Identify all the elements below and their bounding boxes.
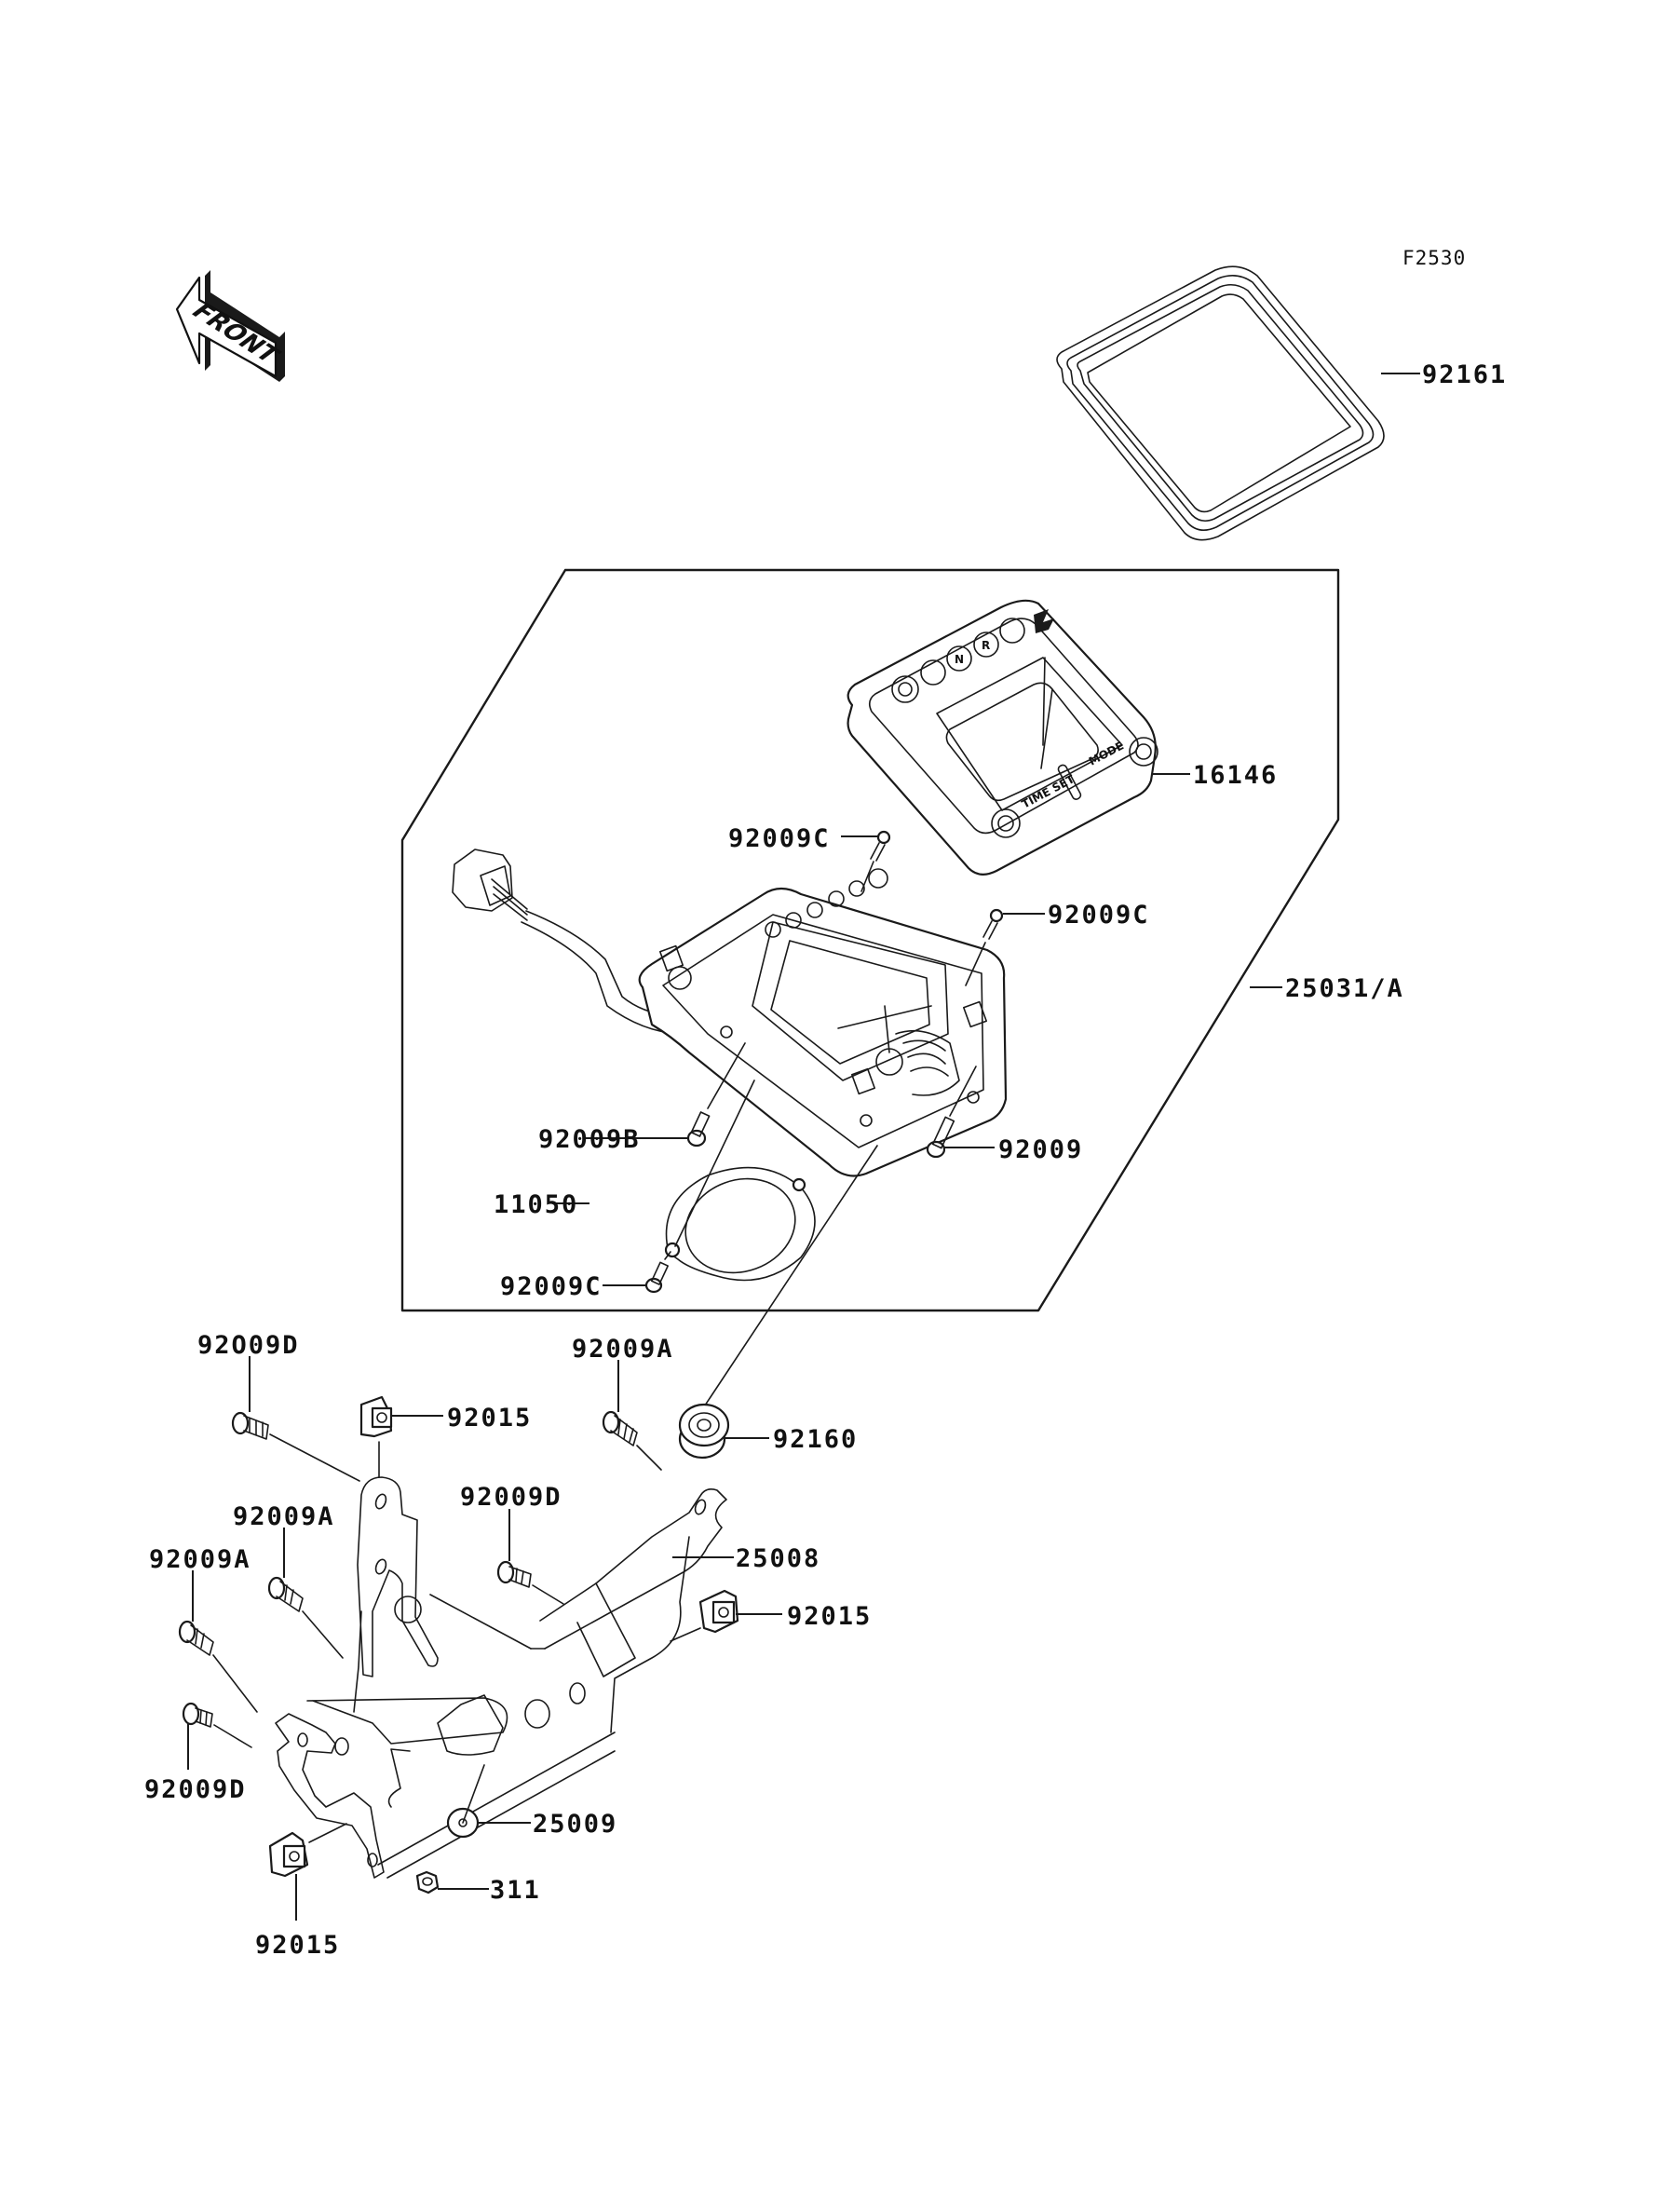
clip-nut-92015-top[interactable] bbox=[359, 1395, 393, 1478]
figure-code: F2530 bbox=[1402, 247, 1466, 269]
label-16146[interactable]: 16146 bbox=[1193, 761, 1278, 790]
screw-92009c-top[interactable] bbox=[860, 830, 891, 892]
screw-92009a-left2[interactable] bbox=[178, 1620, 258, 1713]
label-92009a-left1[interactable]: 92009A bbox=[233, 1502, 335, 1531]
assembly-group-outline bbox=[400, 568, 1340, 1312]
gasket-92161[interactable] bbox=[1056, 265, 1385, 541]
screw-92009a-left1[interactable] bbox=[267, 1576, 344, 1659]
label-311[interactable]: 311 bbox=[490, 1876, 541, 1905]
clip-nut-92015-right[interactable] bbox=[670, 1589, 739, 1642]
label-25008[interactable]: 25008 bbox=[736, 1544, 820, 1573]
front-arrow-icon: FRONT bbox=[175, 270, 287, 382]
label-92009b[interactable]: 92009B bbox=[538, 1125, 641, 1154]
indicator-neutral: N bbox=[955, 653, 964, 666]
label-92015-bottom[interactable]: 92015 bbox=[255, 1931, 340, 1960]
label-92160[interactable]: 92160 bbox=[773, 1425, 858, 1454]
label-92015-right[interactable]: 92015 bbox=[787, 1602, 872, 1631]
indicator-reverse: R bbox=[982, 639, 990, 652]
label-11050[interactable]: 11050 bbox=[494, 1190, 578, 1219]
screw-92009c-right[interactable] bbox=[965, 908, 1004, 986]
ring-11050[interactable] bbox=[664, 1080, 816, 1288]
screw-92009a-mid[interactable] bbox=[602, 1410, 662, 1471]
nut-311[interactable] bbox=[415, 1870, 440, 1894]
label-92009a-left2[interactable]: 92009A bbox=[149, 1545, 251, 1574]
label-92015-top[interactable]: 92015 bbox=[447, 1404, 532, 1433]
label-92009a-mid[interactable]: 92009A bbox=[572, 1335, 674, 1364]
label-92o09d-top[interactable]: 92O09D bbox=[197, 1331, 300, 1360]
clip-nut-92015-bottom[interactable] bbox=[268, 1823, 347, 1878]
screw-92009c-bottom[interactable] bbox=[644, 1251, 671, 1294]
meter-body[interactable] bbox=[452, 849, 1008, 1177]
label-92009c-right[interactable]: 92009C bbox=[1048, 901, 1150, 930]
label-92009d-bottom[interactable]: 92009D bbox=[144, 1775, 247, 1804]
screw-92o09d-top[interactable] bbox=[231, 1411, 360, 1482]
screw-92009d-bottom[interactable] bbox=[182, 1702, 252, 1748]
meter-cover-16146[interactable]: N R MODE TIME SET bbox=[847, 599, 1158, 876]
label-25009[interactable]: 25009 bbox=[533, 1810, 617, 1839]
label-92009c-top[interactable]: 92009C bbox=[728, 824, 831, 853]
label-92009c-bottom[interactable]: 92009C bbox=[500, 1272, 603, 1301]
label-92161[interactable]: 92161 bbox=[1422, 360, 1507, 389]
screw-92009[interactable] bbox=[926, 1066, 977, 1159]
label-92009d-mid[interactable]: 92009D bbox=[460, 1483, 562, 1512]
grommet-92160[interactable] bbox=[678, 1403, 730, 1460]
label-92009[interactable]: 92009 bbox=[998, 1135, 1083, 1164]
label-25031-a[interactable]: 25031/A bbox=[1285, 974, 1404, 1003]
bracket-25008[interactable] bbox=[275, 1476, 727, 1879]
screw-92009d-mid[interactable] bbox=[496, 1560, 564, 1605]
